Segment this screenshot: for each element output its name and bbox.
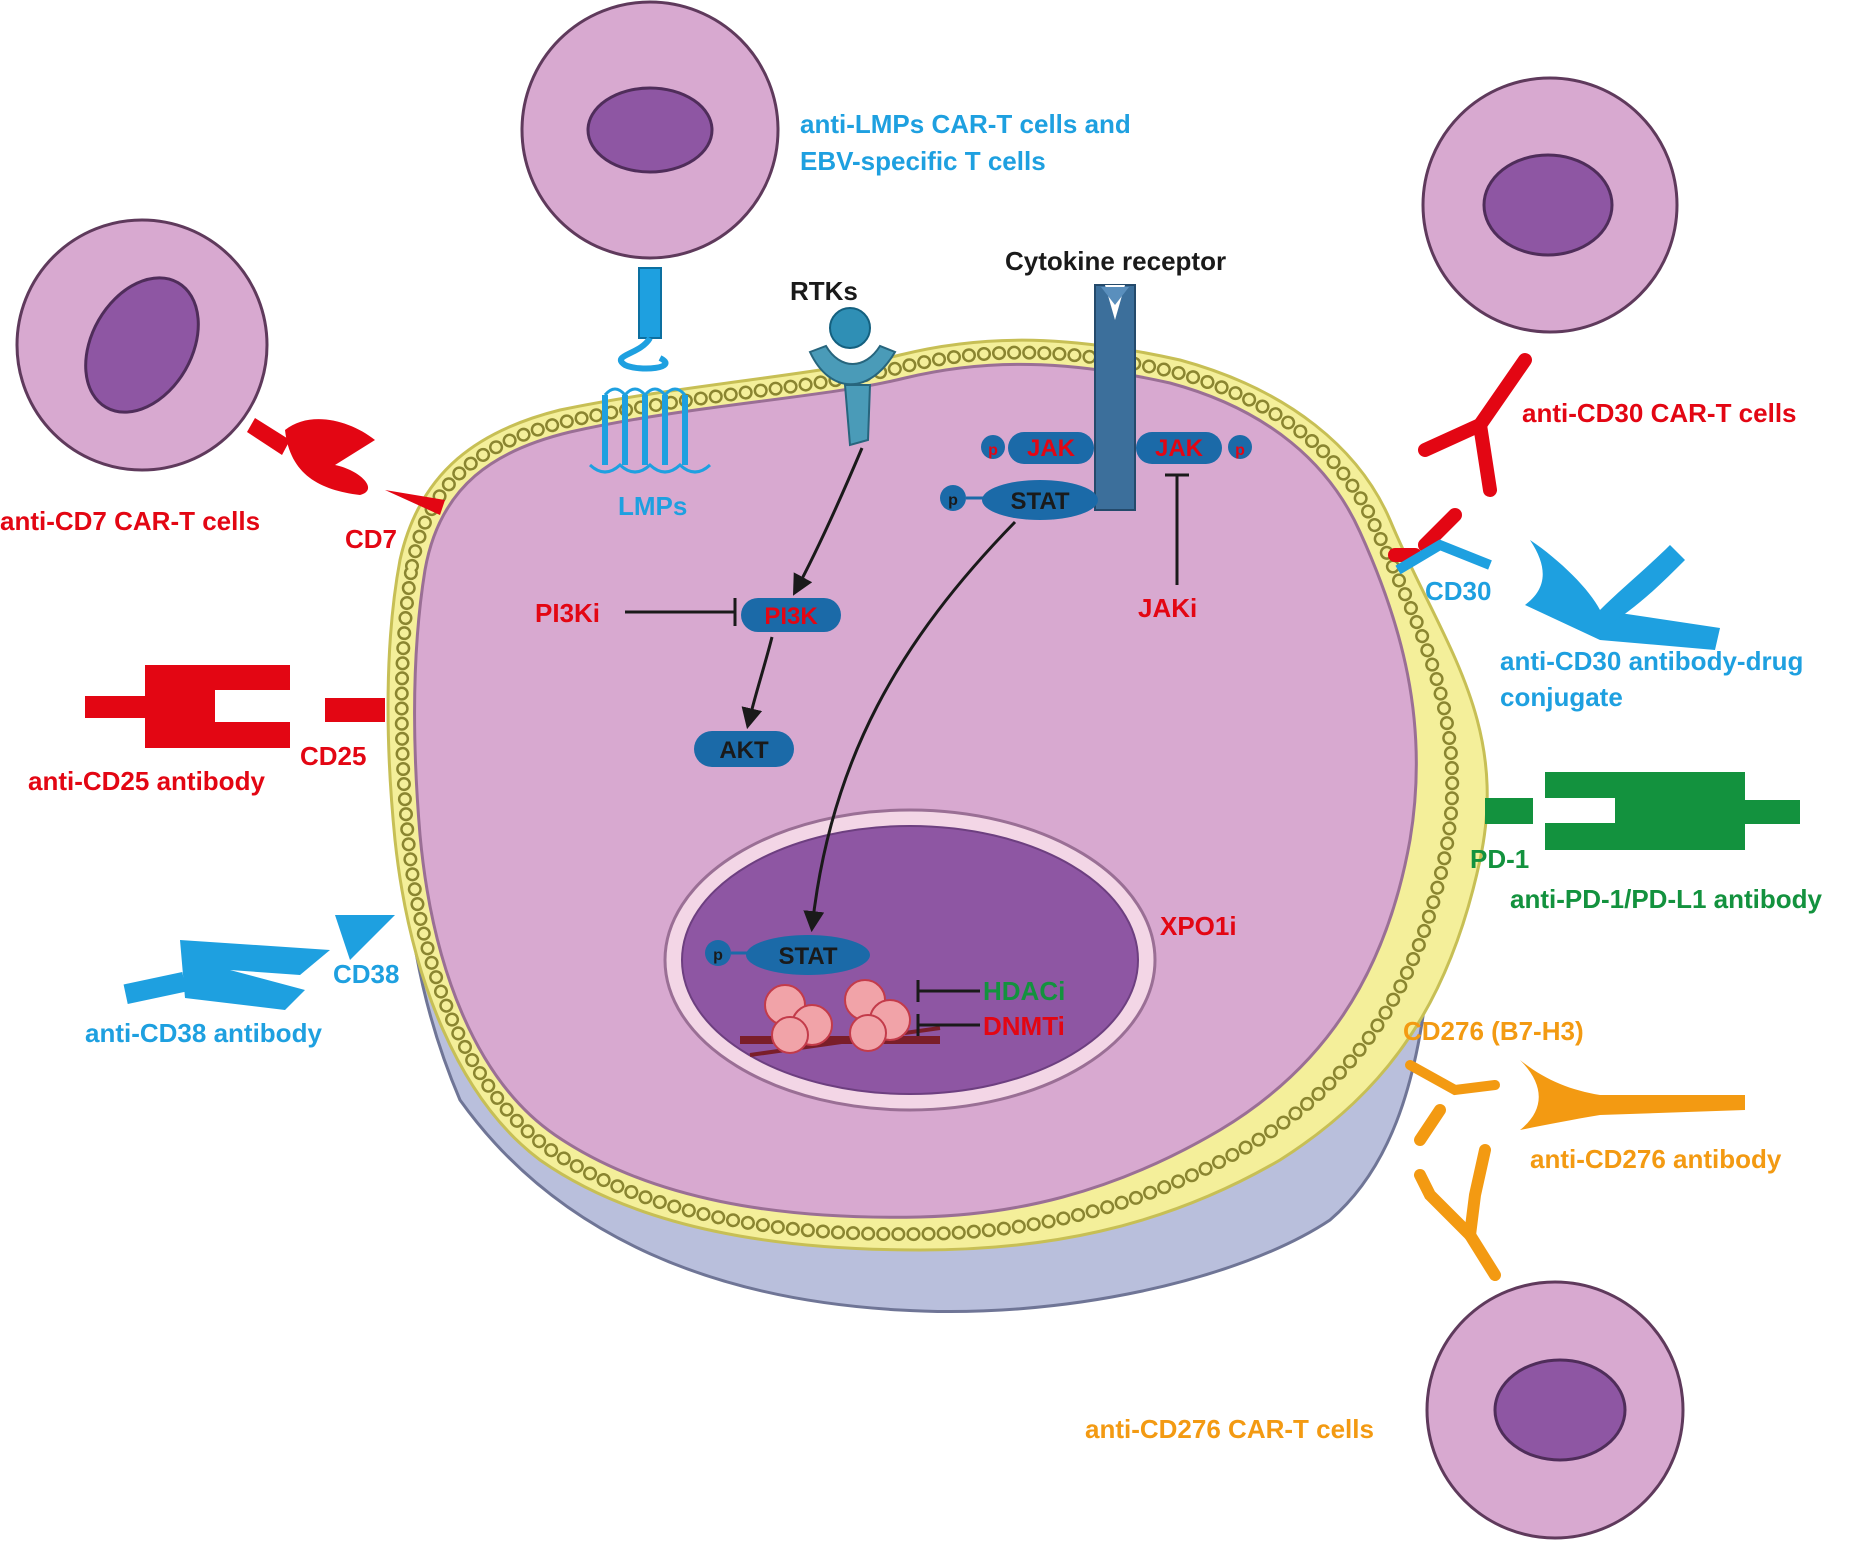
pd1-label: PD-1 bbox=[1470, 844, 1529, 874]
p-jak-left: p bbox=[988, 442, 998, 459]
hdaci-inhibit bbox=[916, 980, 980, 1002]
cd30-label: CD30 bbox=[1425, 576, 1491, 606]
cd38-label: CD38 bbox=[333, 959, 399, 989]
cd276-car-t-cell bbox=[1425, 1280, 1685, 1540]
cd30-antigen bbox=[1395, 539, 1492, 575]
p-stat-nuc: p bbox=[713, 947, 723, 964]
cd276-label: CD276 (B7-H3) bbox=[1403, 1016, 1584, 1046]
lmps-receptor bbox=[588, 387, 712, 474]
xpo1i-label: XPO1i bbox=[1160, 911, 1237, 941]
jaki-label: JAKi bbox=[1138, 593, 1197, 623]
jak-left-group: p JAK bbox=[981, 432, 1094, 464]
lmp-car-label-line1: anti-LMPs CAR-T cells and bbox=[800, 109, 1131, 139]
cd30-car-t-cell bbox=[1421, 76, 1679, 334]
cd276-ab-label: anti-CD276 antibody bbox=[1530, 1144, 1782, 1174]
cytokine-receptor-label: Cytokine receptor bbox=[1005, 246, 1226, 276]
cd276-antigen bbox=[1405, 1060, 1500, 1096]
cd7-label: CD7 bbox=[345, 524, 397, 554]
rtks-label: RTKs bbox=[790, 276, 858, 306]
pi3k-label: PI3K bbox=[764, 603, 818, 630]
cd30-adc-label-line1: anti-CD30 antibody-drug bbox=[1500, 646, 1803, 676]
cd276-car-label: anti-CD276 CAR-T cells bbox=[1085, 1414, 1374, 1444]
p-jak-right: p bbox=[1235, 442, 1245, 459]
cd38-ab-label: anti-CD38 antibody bbox=[85, 1018, 322, 1048]
stat-cyto-label: STAT bbox=[1010, 488, 1069, 515]
cd30-car-label: anti-CD30 CAR-T cells bbox=[1522, 398, 1797, 428]
cd7-car-label: anti-CD7 CAR-T cells bbox=[0, 506, 260, 536]
cd25-label: CD25 bbox=[300, 741, 366, 771]
cytokine-receptor bbox=[1094, 284, 1136, 511]
cd38-antibody bbox=[123, 915, 395, 1010]
lmp-car-t-cell bbox=[520, 0, 780, 260]
stat-nuc-label: STAT bbox=[778, 943, 837, 970]
lmps-label: LMPs bbox=[618, 491, 687, 521]
lmp-car-label-line2: EBV-specific T cells bbox=[800, 146, 1046, 176]
p-stat-cyto: p bbox=[948, 492, 958, 509]
nucleus bbox=[663, 808, 1157, 1112]
hdaci-label: HDACi bbox=[983, 976, 1065, 1006]
pi3ki-inhibit bbox=[625, 598, 737, 626]
jaki-inhibit bbox=[1165, 473, 1189, 585]
stat-cyto-group: p STAT bbox=[940, 480, 1098, 520]
cd30-car bbox=[1388, 353, 1532, 562]
cd276-antibody bbox=[1520, 1060, 1745, 1130]
jak-right-group: JAK p bbox=[1136, 432, 1252, 464]
pi3ki-label: PI3Ki bbox=[535, 598, 600, 628]
stat-to-nucleus-arrow bbox=[803, 520, 1017, 933]
rtk-to-pi3k-arrow bbox=[793, 447, 864, 596]
tumor-cell bbox=[386, 338, 1489, 1314]
rtk-receptor bbox=[808, 307, 897, 447]
signal-arrows bbox=[625, 447, 1189, 1036]
cd7-car-t-cell bbox=[15, 218, 269, 472]
akt-label: AKT bbox=[719, 737, 769, 764]
pd1-antibody bbox=[1485, 772, 1800, 850]
stat-nuc-group: p STAT bbox=[705, 935, 870, 975]
jak-right-label: JAK bbox=[1155, 435, 1204, 462]
dnmti-label: DNMTi bbox=[983, 1011, 1065, 1041]
jak-left-label: JAK bbox=[1027, 435, 1076, 462]
membrane-dots-inner bbox=[397, 348, 1457, 1239]
cd276-car bbox=[1414, 1104, 1501, 1281]
akt-group: AKT bbox=[694, 731, 794, 767]
pi3k-group: PI3K bbox=[741, 598, 841, 632]
cd30-adc bbox=[1525, 540, 1720, 650]
pi3k-to-akt-arrow bbox=[741, 636, 774, 730]
cell-cytoplasm bbox=[413, 362, 1418, 1219]
lmp-tcr-stem bbox=[617, 267, 669, 372]
pd1-ab-label: anti-PD-1/PD-L1 antibody bbox=[1510, 884, 1823, 914]
cd7-car bbox=[247, 418, 445, 515]
cd25-antibody bbox=[85, 665, 385, 748]
cd30-adc-label-line2: conjugate bbox=[1500, 682, 1623, 712]
chromatin bbox=[740, 979, 941, 1057]
dnmti-inhibit bbox=[916, 1014, 980, 1036]
cd25-ab-label: anti-CD25 antibody bbox=[28, 766, 265, 796]
